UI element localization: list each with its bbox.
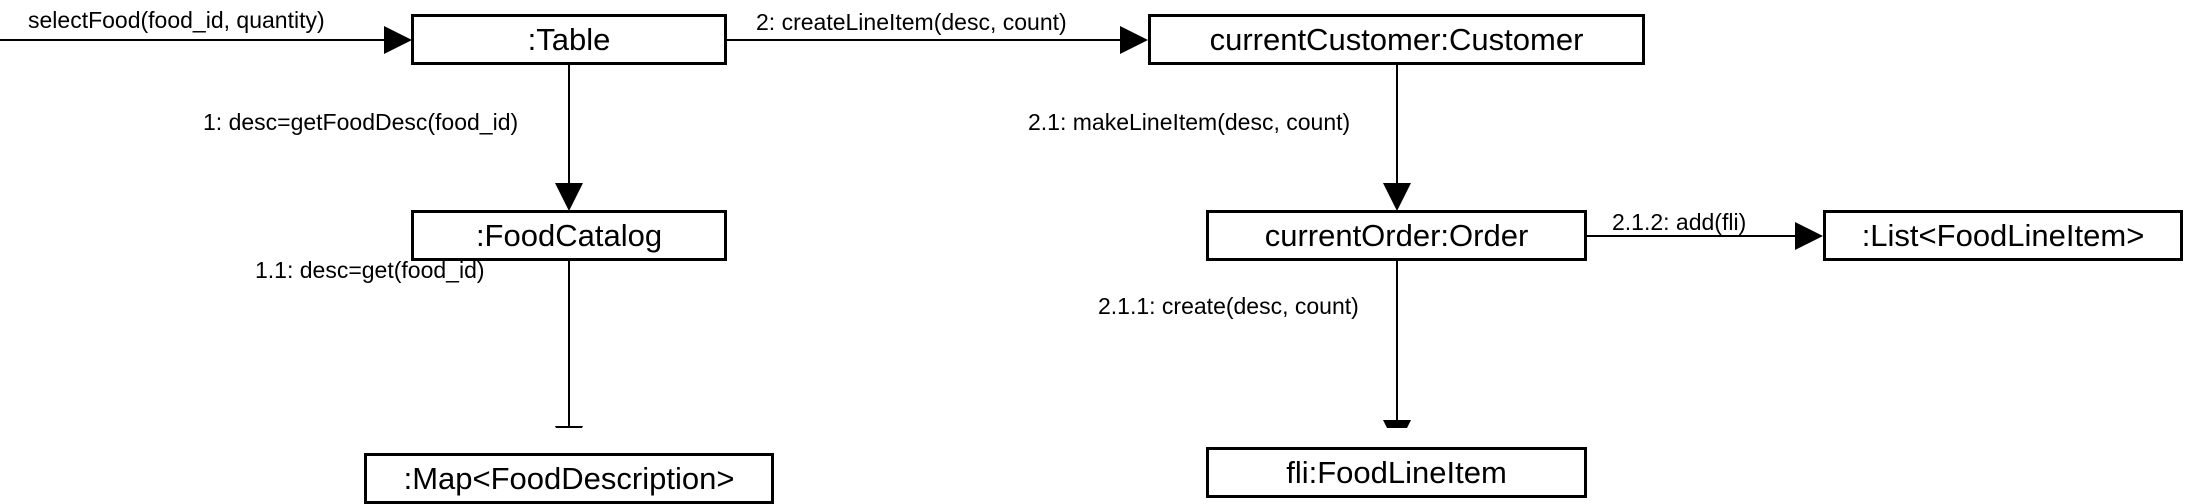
- object-food-catalog: :FoodCatalog: [411, 210, 727, 261]
- collaboration-diagram: [0, 26, 1823, 428]
- message-get-food-desc: 1: desc=getFoodDesc(food_id): [203, 109, 519, 135]
- message-add: 2.1.2: add(fli): [1612, 209, 1747, 235]
- object-current-customer: currentCustomer:Customer: [1148, 14, 1645, 65]
- message-create: 2.1.1: create(desc, count): [1098, 293, 1359, 319]
- message-make-line-item: 2.1: makeLineItem(desc, count): [1028, 109, 1351, 135]
- create-line-item-arrowhead: [1120, 26, 1148, 54]
- object-food-line-list: :List<FoodLineItem>: [1823, 210, 2183, 261]
- add-arrowhead: [1795, 222, 1823, 250]
- make-line-item-arrowhead: [1383, 183, 1411, 211]
- message-select-food: selectFood(food_id, quantity): [28, 7, 325, 33]
- object-table: :Table: [411, 14, 727, 65]
- get-food-desc-arrowhead: [555, 183, 583, 211]
- object-fli: fli:FoodLineItem: [1206, 447, 1587, 498]
- message-get-desc: 1.1: desc=get(food_id): [255, 257, 485, 283]
- message-create-line-item: 2: createLineItem(desc, count): [756, 9, 1067, 35]
- object-food-map: :Map<FoodDescription>: [364, 453, 774, 504]
- create-arrowhead: [1383, 420, 1411, 428]
- object-current-order: currentOrder:Order: [1206, 210, 1587, 261]
- select-food-arrowhead: [384, 26, 412, 54]
